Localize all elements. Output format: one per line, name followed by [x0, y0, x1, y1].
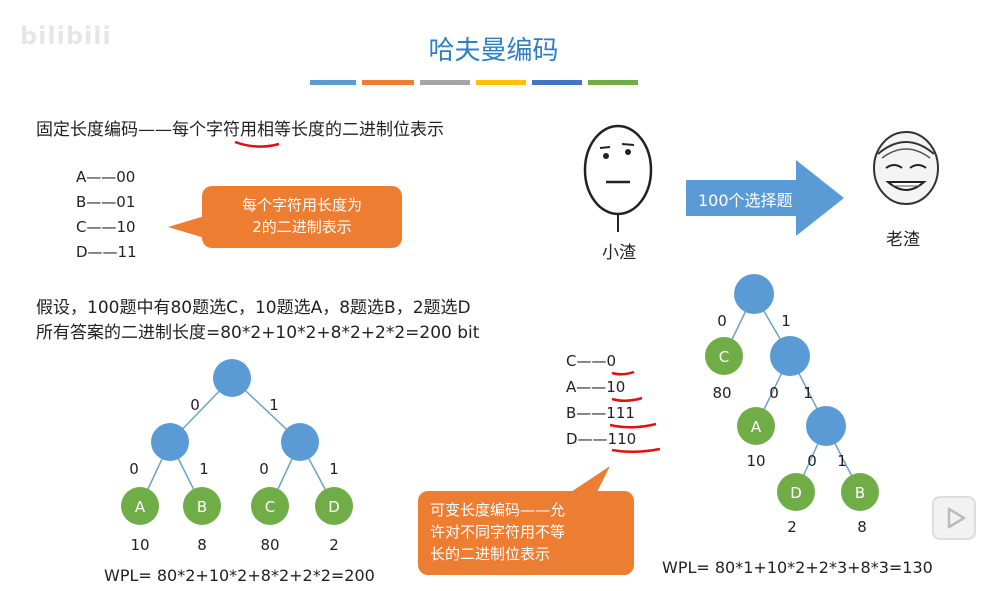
left-wpl: WPL= 80*2+10*2+8*2+2*2=200 [104, 566, 375, 585]
left-leaf-a-name: A [135, 498, 146, 516]
right-edge-label: 1 [803, 384, 813, 402]
color-bar-segment-1 [310, 80, 356, 85]
color-bar-segment-3 [420, 80, 470, 85]
left-leaf-c-weight: 80 [260, 536, 279, 554]
left-tree-root [213, 359, 251, 397]
color-bar-segment-5 [532, 80, 582, 85]
fixed-callout-line-2: 2的二进制表示 [252, 218, 352, 236]
variable-code-d: D——110 [566, 430, 637, 448]
right-leaf-b-name: B [855, 484, 865, 502]
left-edge-label: 0 [129, 460, 139, 478]
fixed-code-d: D——11 [76, 243, 137, 261]
red-underline-mark [234, 140, 280, 148]
variable-code-b: B——111 [566, 404, 635, 422]
laozha-label: 老渣 [886, 230, 920, 250]
right-leaf-c-name: C [719, 348, 729, 366]
left-leaf-d-name: D [328, 498, 340, 516]
left-tree-leaf-c [251, 487, 289, 525]
color-bar-segment-2 [362, 80, 414, 85]
left-edge-label: 1 [329, 460, 339, 478]
variable-callout-line-3: 长的二进制位表示 [430, 545, 551, 563]
left-huffman-tree: A B C D 0 1 0 1 0 1 10 8 80 2 [121, 359, 353, 554]
right-leaf-b-weight: 8 [857, 518, 867, 536]
left-tree-internal-1 [151, 423, 189, 461]
assumption-line-2: 所有答案的二进制长度=80*2+10*2+8*2+2*2=200 bit [36, 323, 480, 343]
arrow-label: 100个选择题 [698, 191, 793, 210]
color-bar-segment-4 [476, 80, 526, 85]
right-tree-root [734, 274, 774, 314]
variable-callout-line-2: 许对不同字符用不等 [430, 523, 566, 541]
fixed-code-c: C——10 [76, 218, 136, 236]
color-bar-segment-6 [588, 80, 638, 85]
assumption-line-1: 假设，100题中有80题选C，10题选A，8题选B，2题选D [36, 298, 471, 318]
fixed-callout-pointer [168, 215, 208, 239]
fixed-code-a: A——00 [76, 168, 136, 186]
right-tree-leaf-c [705, 337, 743, 375]
variable-length-callout: 可变长度编码——允 许对不同字符用不等 长的二进制位表示 [418, 491, 634, 575]
left-edge-label: 0 [190, 396, 200, 414]
right-edge-label: 0 [717, 312, 727, 330]
right-edge-label: 1 [837, 452, 847, 470]
left-leaf-c-name: C [265, 498, 275, 516]
right-edge-label: 0 [807, 452, 817, 470]
left-tree-leaf-b [183, 487, 221, 525]
right-edge-label: 1 [781, 312, 791, 330]
left-leaf-a-weight: 10 [130, 536, 149, 554]
right-tree-leaf-d [777, 473, 815, 511]
left-edge-label: 1 [199, 460, 209, 478]
right-edge-label: 0 [769, 384, 779, 402]
play-button[interactable] [932, 496, 976, 540]
fixed-length-heading: 固定长度编码——每个字符用相等长度的二进制位表示 [36, 120, 444, 140]
right-tree-leaf-a [737, 407, 775, 445]
xiaozha-label: 小渣 [602, 243, 636, 263]
left-edge-label: 1 [269, 396, 279, 414]
left-tree-internal-2 [281, 423, 319, 461]
bilibili-watermark: bilibili [20, 22, 112, 50]
variable-callout-line-1: 可变长度编码——允 [430, 501, 566, 519]
variable-code-c: C——0 [566, 352, 617, 370]
left-leaf-b-weight: 8 [197, 536, 207, 554]
fixed-length-callout: 每个字符用长度为 2的二进制表示 [202, 186, 402, 248]
right-leaf-a-name: A [751, 418, 762, 436]
left-leaf-d-weight: 2 [329, 536, 339, 554]
right-tree-internal-1 [770, 336, 810, 376]
right-arrow-icon [686, 160, 844, 236]
fixed-code-b: B——01 [76, 193, 136, 211]
left-edge-label: 0 [259, 460, 269, 478]
right-tree-internal-2 [806, 406, 846, 446]
right-wpl: WPL= 80*1+10*2+2*3+8*3=130 [662, 558, 933, 577]
variable-code-a: A——10 [566, 378, 626, 396]
right-leaf-a-weight: 10 [746, 452, 765, 470]
right-tree-leaf-b [841, 473, 879, 511]
play-icon [947, 507, 966, 529]
right-huffman-tree: C A D B 0 1 0 1 0 1 80 10 2 8 [705, 274, 879, 536]
xiaozha-face-icon [583, 124, 653, 232]
left-tree-leaf-a [121, 487, 159, 525]
slide-title: 哈夫曼编码 [428, 36, 559, 66]
laozha-face-icon [873, 131, 939, 205]
right-leaf-c-weight: 80 [712, 384, 731, 402]
left-tree-leaf-d [315, 487, 353, 525]
right-leaf-d-name: D [790, 484, 802, 502]
red-code-underlines [609, 370, 661, 453]
right-leaf-d-weight: 2 [787, 518, 797, 536]
fixed-callout-line-1: 每个字符用长度为 [241, 196, 362, 214]
left-leaf-b-name: B [197, 498, 207, 516]
